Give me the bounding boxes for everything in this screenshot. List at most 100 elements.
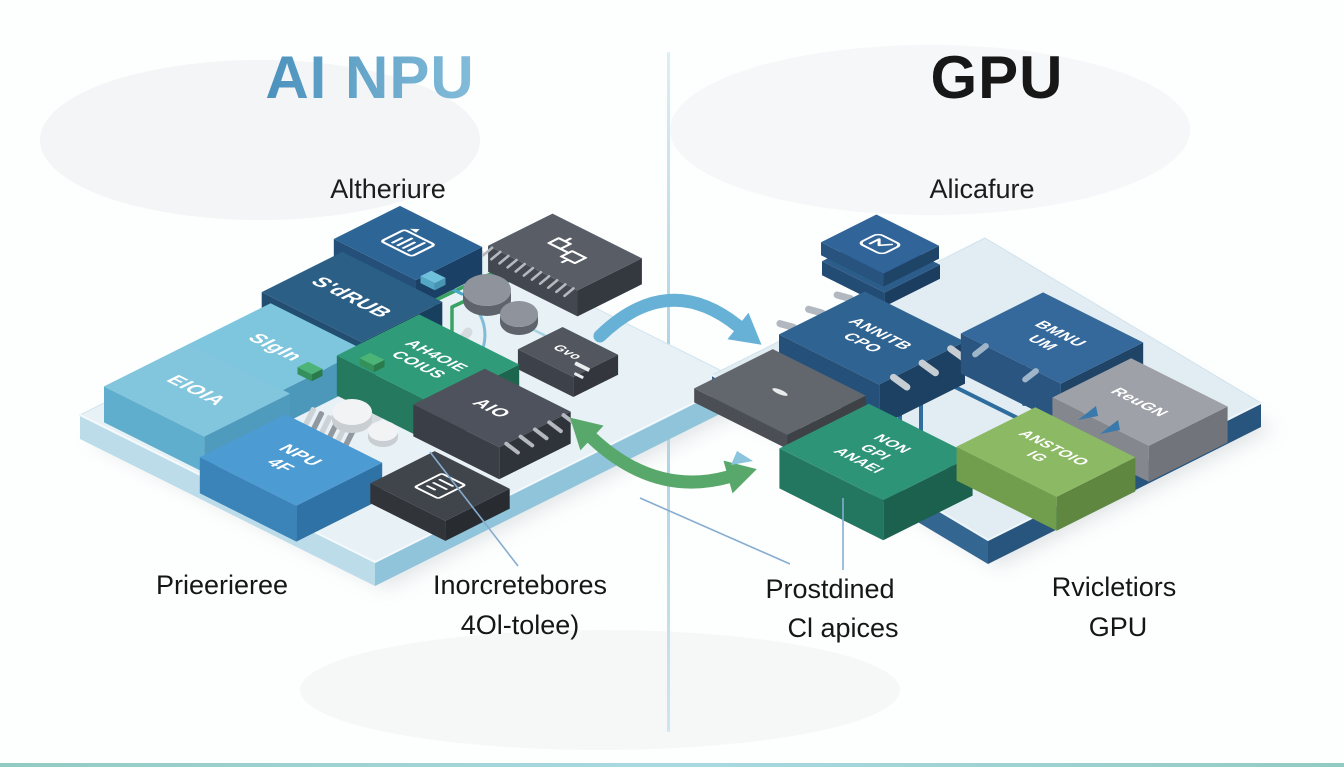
blue-arrow-shaft bbox=[593, 293, 745, 343]
rom-chip bbox=[481, 213, 642, 317]
chip-top-face bbox=[413, 368, 571, 448]
capacitor-side bbox=[368, 431, 398, 447]
chip-pin bbox=[805, 305, 826, 317]
chip-left-face bbox=[517, 349, 574, 397]
chip-right-face bbox=[884, 264, 940, 307]
chip-pin bbox=[532, 427, 549, 441]
chip-pin bbox=[972, 343, 989, 358]
gvo-chip: Gvo bbox=[517, 327, 619, 397]
board-edge-right bbox=[375, 380, 740, 586]
chip-pin bbox=[530, 270, 543, 281]
chip-pin bbox=[506, 258, 518, 269]
board-connectors bbox=[1078, 406, 1120, 434]
chip-pin bbox=[547, 420, 563, 434]
document-icon bbox=[414, 473, 466, 499]
logo-box bbox=[821, 214, 939, 287]
capacitor-top bbox=[368, 421, 398, 441]
caption-right-outer-line2: GPU bbox=[1089, 612, 1148, 642]
connector-arrow bbox=[1100, 420, 1120, 434]
chip-right-face bbox=[1148, 406, 1228, 482]
chip-left-face bbox=[488, 245, 578, 317]
dot-icon bbox=[772, 388, 788, 396]
chip-top-face bbox=[104, 343, 290, 437]
chip-pin bbox=[889, 373, 911, 391]
chip-top-face bbox=[779, 403, 973, 501]
bottom-accent-line bbox=[0, 763, 1344, 767]
left-panel-title: AI NPU bbox=[265, 44, 474, 111]
chip-pin bbox=[563, 287, 575, 298]
chip-right-face bbox=[577, 258, 642, 317]
capacitor-side bbox=[500, 314, 538, 335]
board-connectors bbox=[297, 270, 446, 382]
anstoio-chip: ANSTOIOIG bbox=[956, 407, 1136, 531]
chip-right-face bbox=[1056, 457, 1136, 531]
chip-top-face bbox=[1052, 358, 1228, 446]
chip-pin bbox=[522, 266, 535, 277]
logo-icon bbox=[859, 233, 901, 255]
exchange-arrows bbox=[570, 293, 762, 494]
aio-chip: AIO bbox=[413, 368, 578, 480]
npu-chip: NPU4F bbox=[199, 414, 383, 542]
chip-top-face bbox=[517, 327, 619, 377]
leader-line bbox=[639, 497, 791, 565]
chip-right-face bbox=[879, 341, 965, 427]
elola-chip: ElOlA bbox=[104, 343, 290, 473]
chip-pin bbox=[514, 262, 526, 273]
background-tint bbox=[40, 45, 1190, 750]
circuit-icon bbox=[547, 237, 588, 264]
chip-left-face bbox=[104, 386, 205, 473]
chip-right-face bbox=[573, 354, 619, 397]
capacitor-side bbox=[332, 412, 372, 433]
chip-pin bbox=[555, 283, 567, 294]
chip-pin bbox=[538, 274, 551, 285]
chip-top-face bbox=[956, 407, 1136, 497]
chip-left-face bbox=[694, 388, 788, 449]
green-arrow-head-left bbox=[570, 417, 604, 451]
connector-cube bbox=[297, 361, 323, 382]
caption-left-inner-line2: 4Ol-tolee) bbox=[461, 610, 580, 640]
capacitor-top bbox=[500, 301, 538, 327]
chip-pin bbox=[481, 246, 494, 257]
left-panel-subtitle: Altheriure bbox=[330, 174, 446, 204]
chip-pin bbox=[518, 434, 535, 448]
chip-left-face bbox=[413, 404, 500, 480]
chip-right-face bbox=[296, 462, 383, 542]
capacitor-top bbox=[332, 399, 372, 425]
chip-right-face bbox=[883, 455, 973, 541]
caption-right-inner-line1: Prostdined bbox=[765, 574, 894, 604]
leader-lines bbox=[429, 451, 844, 570]
chip-left-face bbox=[199, 457, 297, 542]
chip-right-face bbox=[883, 245, 939, 287]
chip-pin bbox=[490, 250, 502, 261]
leader-line bbox=[429, 451, 519, 567]
connector-arrow bbox=[1078, 406, 1098, 420]
chip-top-face bbox=[199, 414, 383, 506]
blue-arrow-head bbox=[727, 312, 762, 345]
capacitor-side bbox=[463, 290, 511, 316]
chip-right-face bbox=[416, 247, 483, 309]
connector-cube bbox=[359, 352, 385, 373]
chip-left-face bbox=[821, 242, 884, 287]
chip-left-face bbox=[779, 448, 884, 541]
chip-left-face bbox=[336, 355, 437, 446]
chip-top-face bbox=[960, 292, 1144, 384]
chip-pin bbox=[918, 359, 939, 377]
caption-right-inner-line2: Cl apices bbox=[787, 613, 898, 643]
right-panel-title: GPU bbox=[930, 44, 1063, 111]
chip-top-face bbox=[261, 251, 443, 343]
bar-chart-icon bbox=[381, 228, 435, 257]
chip-top-face bbox=[779, 291, 965, 385]
chip-pin bbox=[1022, 368, 1039, 383]
caption-left-outer: Prieerieree bbox=[156, 570, 288, 600]
chip-left-face bbox=[956, 446, 1057, 531]
chip-top-face bbox=[333, 205, 483, 281]
chip-left-face bbox=[370, 483, 446, 541]
chip-pin bbox=[546, 278, 559, 290]
caption-right-outer-line1: Rvicletiors bbox=[1052, 572, 1177, 602]
green-arrow-shaft bbox=[585, 431, 735, 489]
green-arrow-head-right bbox=[723, 460, 757, 494]
